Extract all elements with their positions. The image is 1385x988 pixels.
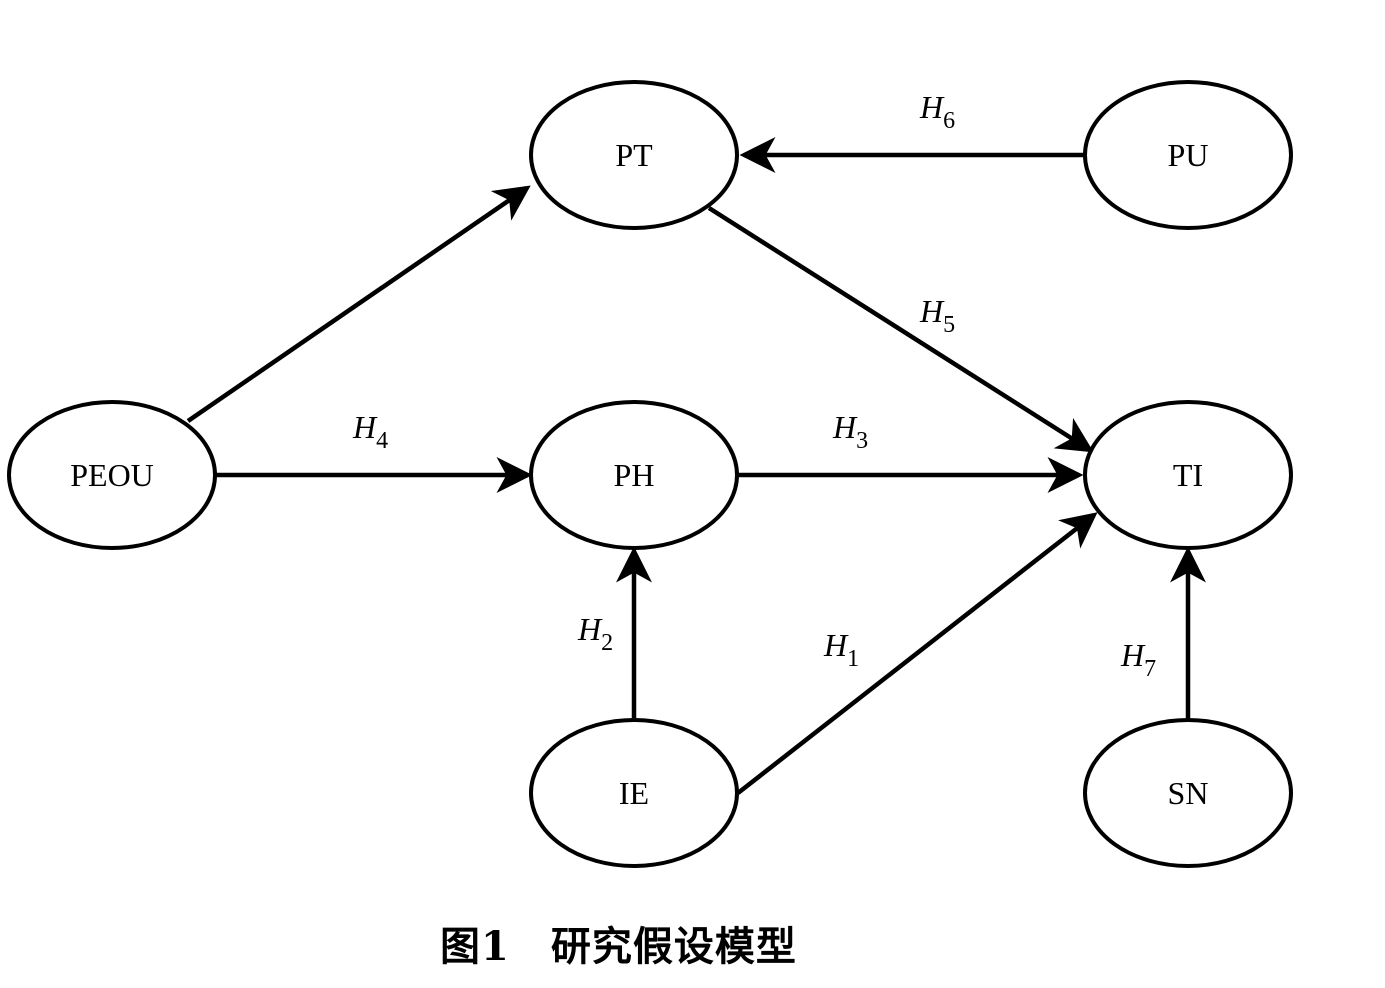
node-label-ti: TI xyxy=(1173,457,1203,493)
node-sn: SN xyxy=(1083,718,1293,868)
edges xyxy=(186,137,1206,795)
edge-label-h6: H6 xyxy=(919,89,955,134)
edge-ie-ti xyxy=(736,512,1098,795)
node-peou: PEOU xyxy=(7,400,217,550)
node-label-peou: PEOU xyxy=(70,457,154,493)
edge-label-h3: H3 xyxy=(832,409,868,454)
edge-label-h5: H5 xyxy=(919,293,955,338)
edge-labels: H6 H5 H4 H3 H2 H1 H7 xyxy=(352,89,1156,682)
edge-label-h7: H7 xyxy=(1120,637,1156,682)
node-label-sn: SN xyxy=(1168,775,1209,811)
edge-label-h1: H1 xyxy=(823,627,859,672)
node-label-ph: PH xyxy=(614,457,655,493)
node-ti: TI xyxy=(1083,400,1293,550)
edge-label-h4: H4 xyxy=(352,409,388,454)
edge-peou-pt xyxy=(186,185,531,423)
node-label-pu: PU xyxy=(1168,137,1209,173)
node-label-ie: IE xyxy=(619,775,649,811)
edge-pt-ti xyxy=(707,206,1094,453)
node-pt: PT xyxy=(529,80,739,230)
figure-caption: 图1 研究假设模型 xyxy=(440,923,797,970)
node-ie: IE xyxy=(529,718,739,868)
node-ph: PH xyxy=(529,400,739,550)
node-pu: PU xyxy=(1083,80,1293,230)
edge-label-h2: H2 xyxy=(577,611,613,656)
node-label-pt: PT xyxy=(615,137,653,173)
